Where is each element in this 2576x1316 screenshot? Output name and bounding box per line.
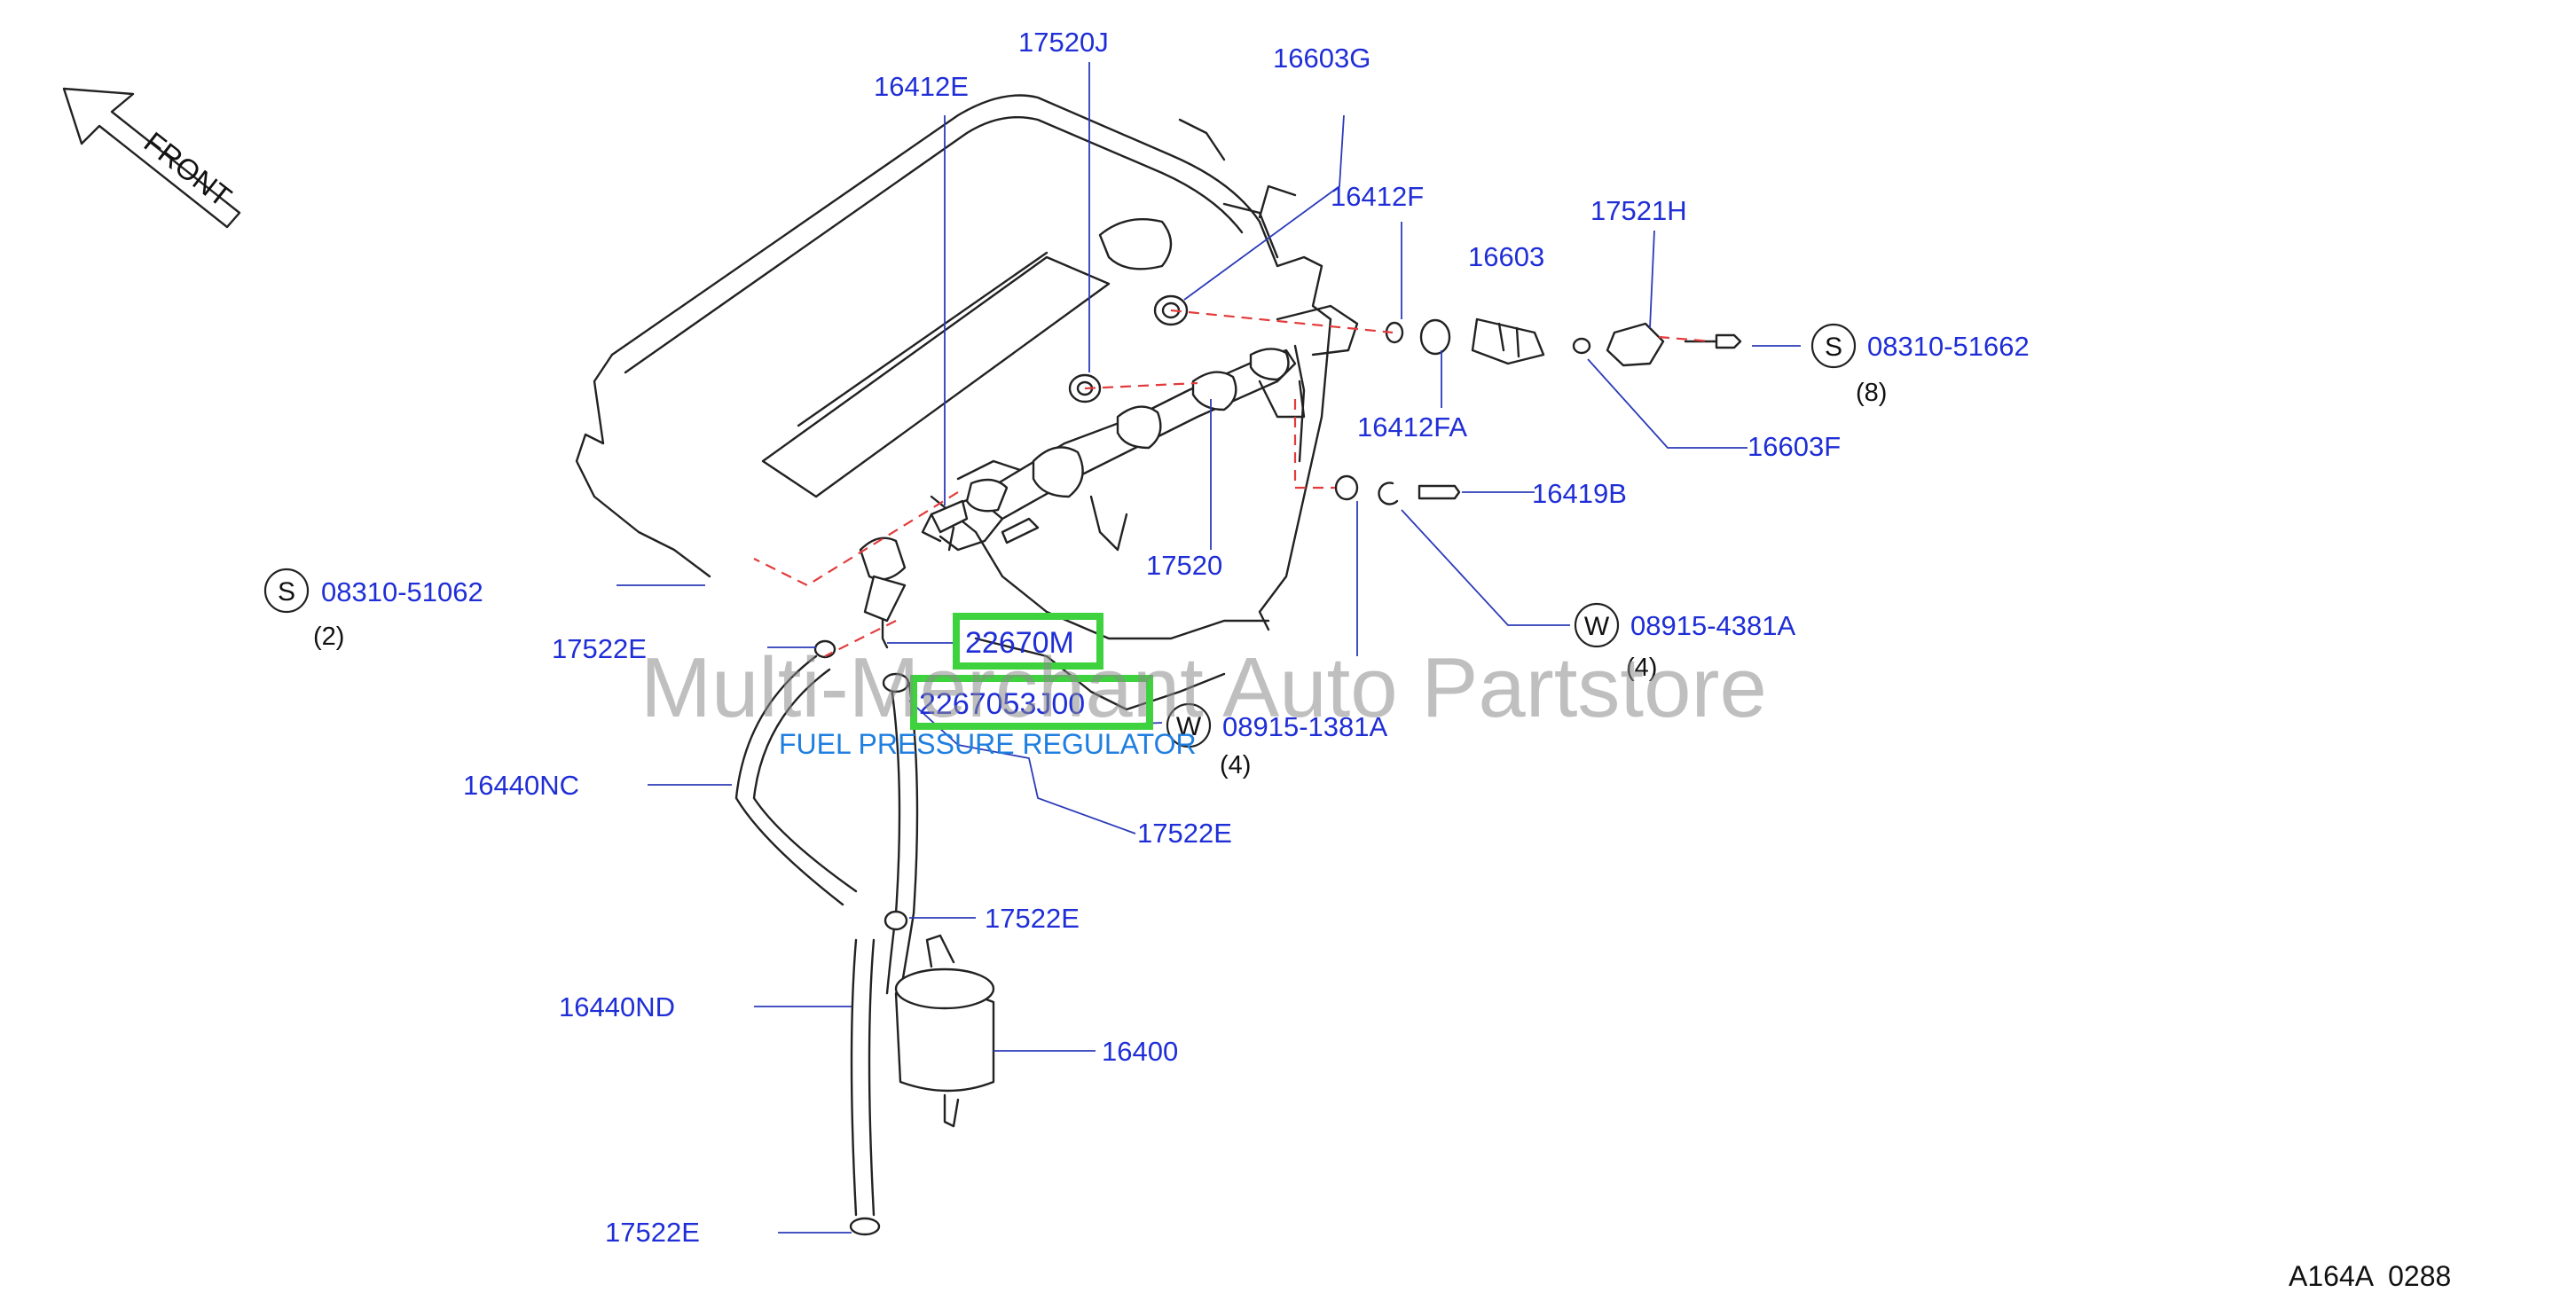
fuel-pressure-regulator-caption: FUEL PRESSURE REGULATOR (779, 728, 1197, 760)
s-symbol-icon: S (263, 568, 310, 614)
part-label-17522e[interactable]: 17522E (1137, 818, 1232, 849)
part-label-16440nc[interactable]: 16440NC (463, 770, 579, 801)
fuel-filter-drawing (894, 934, 995, 1128)
part-label-17522e[interactable]: 17522E (985, 903, 1080, 934)
fuel-rail-drawing (921, 304, 1359, 552)
part-label-17522e[interactable]: 17522E (605, 1217, 700, 1248)
svg-text:S: S (1825, 333, 1842, 362)
part-label-08915-1381a[interactable]: 08915-1381A (1222, 711, 1387, 742)
part-label-17521h[interactable]: 17521H (1590, 195, 1687, 226)
w-symbol-icon: W (1574, 602, 1620, 648)
part-label-16412e[interactable]: 16412E (874, 71, 969, 102)
svg-text:W: W (1584, 612, 1610, 641)
part-label-17522e[interactable]: 17522E (552, 633, 647, 664)
svg-text:W: W (1176, 712, 1202, 741)
part-label-08915-4381a[interactable]: 08915-4381A (1630, 610, 1795, 641)
part-label-16603[interactable]: 16603 (1468, 241, 1544, 272)
pressure-regulator-drawing (859, 478, 1040, 649)
front-arrow-icon (62, 87, 241, 229)
quantity-label: (4) (1220, 751, 1251, 779)
assembly-dashed-lines (753, 309, 1713, 657)
quantity-label: (4) (1626, 654, 1657, 682)
highlight-box-22670m (953, 613, 1103, 670)
part-label-16412f[interactable]: 16412F (1331, 181, 1424, 212)
part-label-16603f[interactable]: 16603F (1747, 431, 1841, 462)
part-label-08310-51062[interactable]: 08310-51062 (321, 576, 483, 607)
injector-parts-drawing (947, 294, 1742, 552)
drawing-code: A164A 0288 (2289, 1260, 2451, 1292)
s-symbol-icon: S (1810, 323, 1857, 369)
part-label-08310-51662[interactable]: 08310-51662 (1867, 331, 2030, 362)
part-label-17520[interactable]: 17520 (1146, 550, 1222, 581)
fuel-hoses-drawing (734, 639, 919, 1236)
part-label-16400[interactable]: 16400 (1102, 1036, 1178, 1067)
part-label-16419b[interactable]: 16419B (1532, 478, 1627, 509)
part-label-22670m[interactable]: 22670M (965, 626, 1074, 660)
watermark-text: Multi-Merchant Auto Partstore (640, 640, 1767, 735)
part-label-16440nd[interactable]: 16440ND (559, 991, 675, 1022)
cylinder-head-drawing (575, 94, 1332, 711)
quantity-label: (2) (313, 623, 344, 651)
part-label-16412fa[interactable]: 16412FA (1357, 411, 1467, 443)
w-symbol-icon: W (1166, 702, 1212, 748)
highlight-box-2267053j00 (910, 675, 1153, 730)
part-label-17520j[interactable]: 17520J (1018, 27, 1109, 58)
part-label-2267053j00[interactable]: 2267053J00 (919, 687, 1085, 721)
svg-text:S: S (278, 577, 295, 607)
part-label-16603g[interactable]: 16603G (1273, 43, 1370, 74)
quantity-label: (8) (1856, 379, 1887, 407)
